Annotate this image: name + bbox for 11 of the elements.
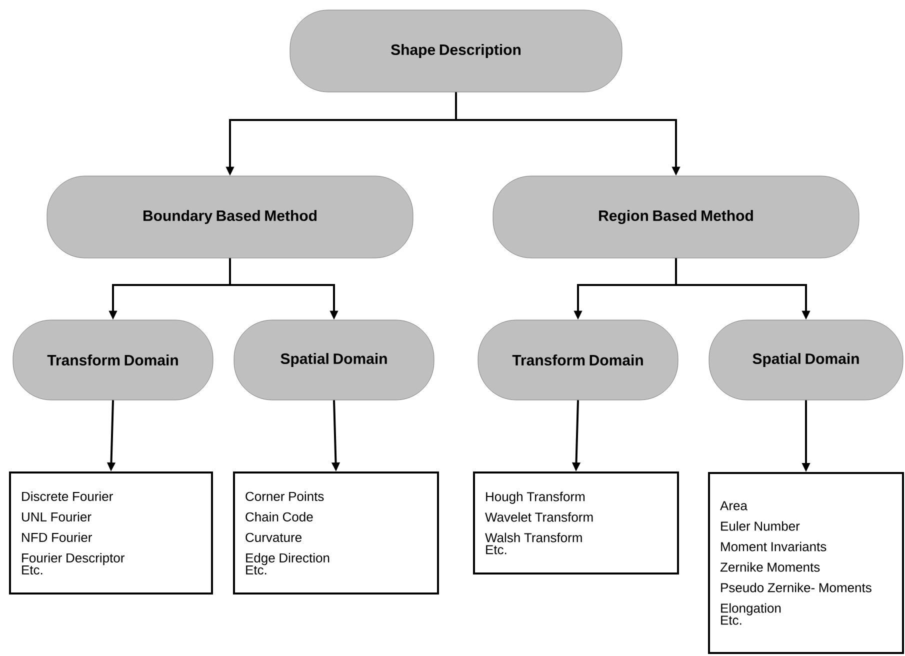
rounded-box: Region Based Method: [492, 176, 860, 258]
list-box: Hough Transform Wavelet Transform Walsh Transform Etc.: [473, 472, 679, 574]
list-box: Area Euler Number Moment Invariants Zernike Moments Pseudo Zernike- Moments Elongation Etc.: [708, 472, 904, 654]
rounded-box: Spatial Domain: [708, 320, 904, 400]
list-box: Discrete Fourier UNL Fourier NFD Fourier Fourier Descriptor Etc.: [9, 472, 213, 594]
rounded-box: Transform Domain: [12, 320, 214, 400]
rounded-box: Shape Description: [290, 10, 622, 92]
list-box: Corner Points Chain Code Curvature Edge Direction Etc.: [233, 472, 439, 594]
rounded-box: Transform Domain: [478, 320, 678, 400]
rounded-box: Spatial Domain: [234, 320, 434, 400]
rounded-box: Boundary Based Method: [46, 176, 414, 258]
